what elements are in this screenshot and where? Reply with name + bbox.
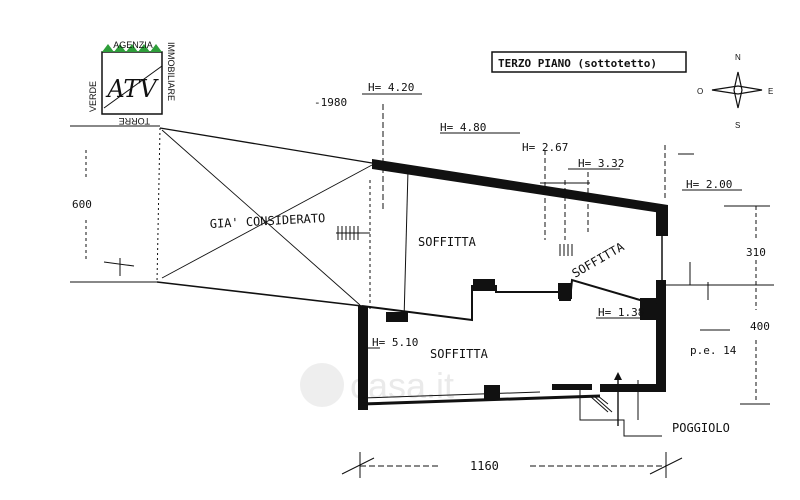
compass-oe-arrow: [711, 85, 763, 95]
watermark-house-icon: [300, 363, 344, 407]
logo-green-crest: [102, 44, 162, 52]
dimension-label-400: 400: [750, 320, 770, 333]
room-label-soffitta-angled: SOFFITTA: [570, 239, 628, 280]
logo-top-text: AGENZIA: [113, 40, 153, 50]
compass-n-label: N: [735, 53, 741, 62]
room-label-soffitta-upper: SOFFITTA: [418, 235, 477, 249]
plan-linework: [70, 93, 774, 478]
height-label-3-32: H= 3.32: [578, 157, 624, 170]
logo-bottom-text: TORRE: [119, 116, 150, 126]
dimension-label-1980: -1980: [314, 96, 347, 109]
logo-diagonal: [103, 65, 163, 109]
compass-rose: N S E O: [697, 53, 773, 130]
room-label-poggiolo: POGGIOLO: [672, 421, 730, 435]
room-label-gia-considerato: GIA' CONSIDERATO: [209, 211, 325, 231]
logo-monogram: ATV: [105, 75, 159, 103]
plan-title: TERZO PIANO (sottotetto): [498, 57, 657, 70]
logo-right-text: IMMOBILIARE: [166, 42, 176, 101]
height-label-4-20: H= 4.20: [368, 81, 414, 94]
height-label-2-67: H= 2.67: [522, 141, 568, 154]
plan-title-box: [491, 51, 687, 73]
compass-o-label: O: [697, 87, 703, 96]
agency-logo: AGENZIA VERDE IMMOBILIARE TORRE ATV: [88, 40, 176, 126]
dimension-label-600: 600: [72, 198, 92, 211]
room-label-soffitta-lower: SOFFITTA: [430, 347, 489, 361]
building-pe-label: p.e. 14: [690, 344, 737, 357]
dimension-label-1160: 1160: [470, 459, 499, 473]
height-label-1-38: H= 1.38: [598, 306, 644, 319]
height-label-2-00: H= 2.00: [686, 178, 732, 191]
compass-e-label: E: [768, 87, 773, 96]
compass-ns-arrow: [733, 71, 743, 109]
height-label-4-80: H= 4.80: [440, 121, 486, 134]
dimension-label-310: 310: [746, 246, 766, 259]
logo-left-text: VERDE: [88, 81, 98, 112]
height-label-5-10: H= 5.10: [372, 336, 418, 349]
compass-s-label: S: [735, 121, 740, 130]
